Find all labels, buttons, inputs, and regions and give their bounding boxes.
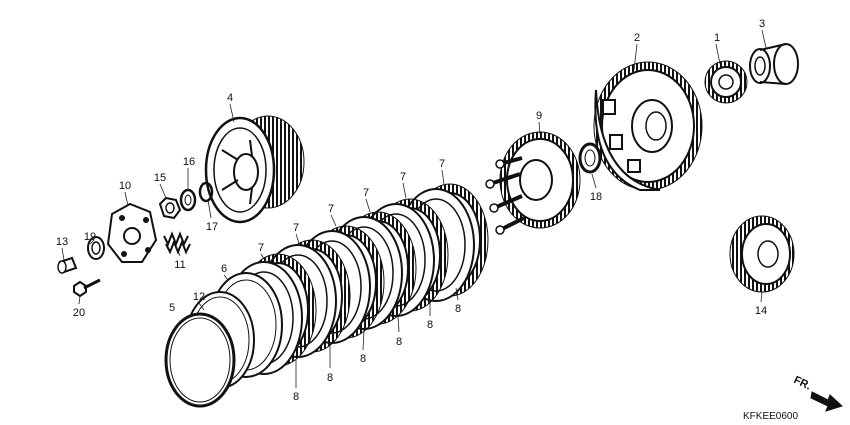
part-17-washer: [198, 181, 214, 203]
callout-18: 18: [590, 191, 602, 203]
callout-8: 8: [327, 372, 333, 384]
callout-12: 12: [193, 291, 205, 303]
callout-19: 19: [84, 231, 96, 243]
callout-2: 2: [634, 32, 640, 44]
part-9-clutch-center: [485, 131, 581, 235]
callout-7: 7: [363, 187, 369, 199]
part-13-lifter-rod: [57, 256, 78, 274]
clutch-plate-stack: [164, 183, 489, 408]
part-14-gear: [729, 215, 795, 293]
leader-lines: [61, 29, 767, 388]
callout-14: 14: [755, 305, 767, 317]
callout-6: 6: [221, 263, 227, 275]
callout-4: 4: [227, 92, 233, 104]
part-20-bolt: [73, 278, 101, 298]
drawing-code: KFKEE0600: [743, 411, 798, 422]
part-15-lock-nut: [158, 196, 182, 220]
part-3-collar: [749, 43, 799, 85]
callout-7: 7: [400, 171, 406, 183]
part-10-lifter-plate: [106, 202, 158, 263]
callout-8: 8: [427, 319, 433, 331]
callout-15: 15: [154, 172, 166, 184]
part-2-clutch-outer: [593, 61, 703, 191]
callout-9: 9: [536, 110, 542, 122]
callout-11: 11: [174, 259, 185, 271]
part-16-washer: [179, 188, 197, 212]
callout-17: 17: [206, 221, 218, 233]
callout-1: 1: [714, 32, 720, 44]
callout-8: 8: [293, 391, 299, 403]
callout-3: 3: [759, 18, 765, 30]
callout-8: 8: [396, 336, 402, 348]
callout-labels: 1 2 3 4 5 6 7 7 7 7 7 7 7 8 8 8 8 8 8 9 …: [56, 18, 767, 403]
front-direction-indicator: FR.: [792, 374, 843, 412]
callout-8: 8: [360, 353, 366, 365]
part-1-drive-gear: [704, 60, 748, 104]
callout-8: 8: [455, 303, 461, 315]
callout-7: 7: [293, 222, 299, 234]
callout-10: 10: [119, 180, 131, 192]
callout-16: 16: [183, 156, 195, 168]
callout-7: 7: [258, 242, 264, 254]
callout-7: 7: [439, 158, 445, 170]
callout-20: 20: [73, 307, 85, 319]
front-arrow-icon: [810, 391, 843, 412]
callout-5: 5: [169, 302, 175, 314]
direction-label: FR.: [792, 374, 813, 392]
part-18-washer: [578, 142, 602, 174]
callout-7: 7: [328, 203, 334, 215]
part-4-clutch-hub: [204, 115, 305, 224]
callout-13: 13: [56, 236, 68, 248]
